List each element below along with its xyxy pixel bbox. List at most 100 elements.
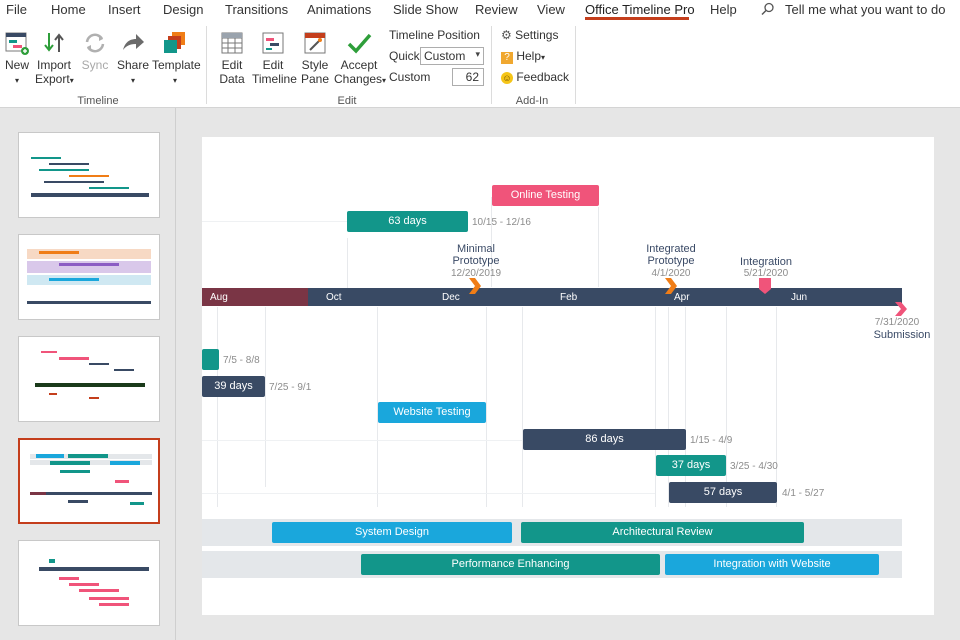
task-website-testing[interactable]: Website Testing (378, 402, 486, 423)
help-button[interactable]: ? Help▾ (501, 49, 545, 64)
slide-thumbnail-4-selected[interactable] (18, 438, 160, 524)
guide-line (522, 307, 523, 507)
accept-label-1: Accept (340, 58, 378, 72)
task-architectural-review[interactable]: Architectural Review (521, 522, 804, 543)
menu-design[interactable]: Design (163, 2, 204, 17)
menu-office-timeline-pro[interactable]: Office Timeline Pro (585, 2, 695, 17)
milestone-integration-label: Integration (740, 256, 792, 268)
import-export-icon (44, 33, 64, 52)
custom-position-input[interactable]: 62 (452, 68, 484, 86)
slide-thumbnail-3[interactable] (18, 336, 160, 422)
settings-label: Settings (515, 28, 559, 42)
search-icon[interactable] (761, 2, 775, 19)
edit-data-label-2: Data (219, 72, 245, 86)
task-performance-enhancing[interactable]: Performance Enhancing (361, 554, 660, 575)
task-bar-partial[interactable] (202, 349, 219, 370)
help-label: Help (516, 49, 542, 63)
timeline-group-label: Timeline (77, 95, 119, 107)
task-63-days[interactable]: 63 days (347, 211, 468, 232)
menu-slide-show[interactable]: Slide Show (393, 2, 459, 17)
guide-line (668, 307, 669, 507)
slide-thumbnail-pane (0, 108, 176, 640)
accept-changes-button[interactable]: Accept Changes▾ (334, 30, 387, 88)
task-date-63-days: 10/15 - 12/16 (472, 217, 531, 228)
task-37-days[interactable]: 37 days (656, 455, 726, 476)
group-separator (491, 26, 492, 104)
task-86-days[interactable]: 86 days (523, 429, 686, 450)
quick-position-select[interactable]: Custom ▾ (420, 47, 484, 65)
edit-data-button[interactable]: Edit Data (216, 30, 248, 86)
task-system-design[interactable]: System Design (272, 522, 512, 543)
edit-timeline-label-2: Timeline (252, 72, 297, 86)
style-pane-button[interactable]: Style Pane (299, 30, 331, 86)
group-separator (575, 26, 576, 104)
edit-data-label-1: Edit (221, 58, 243, 72)
style-pane-label-1: Style (301, 58, 329, 72)
guide-line (776, 307, 777, 507)
menu-animations[interactable]: Animations (307, 2, 372, 17)
milestone-chevron-icon[interactable] (895, 302, 907, 316)
new-button[interactable]: New ▾ (3, 30, 31, 88)
month-label: Feb (560, 292, 578, 303)
task-date-first: 7/5 - 8/8 (223, 355, 260, 366)
template-button[interactable]: Template ▾ (152, 30, 201, 88)
menu-file[interactable]: File (6, 2, 27, 17)
edit-timeline-label-1: Edit (262, 58, 284, 72)
sync-button[interactable]: Sync (81, 30, 109, 72)
slide-thumbnail-1[interactable] (18, 132, 160, 218)
chevron-down-icon: ▾ (382, 76, 387, 85)
timeline-elapsed-segment (202, 288, 308, 306)
slide-thumbnail-2[interactable] (18, 234, 160, 320)
edit-timeline-button[interactable]: Edit Timeline (252, 30, 297, 86)
guide-line (217, 307, 218, 507)
feedback-label: Feedback (516, 70, 570, 84)
menu-home[interactable]: Home (51, 2, 86, 17)
settings-button[interactable]: ⚙ Settings (501, 28, 558, 42)
guide-line (685, 307, 686, 507)
gear-icon: ⚙ (501, 28, 512, 42)
guide-line (655, 307, 656, 507)
month-label: Oct (326, 292, 342, 303)
month-label: Jun (791, 292, 808, 303)
milestone-submission-label: Submission (873, 329, 931, 341)
milestone-minimal-prototype-date: 12/20/2019 (450, 268, 502, 279)
milestone-submission-date: 7/31/2020 (874, 317, 920, 328)
timeline-position-label: Timeline Position (389, 28, 480, 42)
menu-transitions[interactable]: Transitions (225, 2, 289, 17)
edit-group-label: Edit (337, 95, 357, 107)
active-tab-underline (585, 17, 689, 20)
template-icon (164, 32, 185, 53)
feedback-button[interactable]: ☺ Feedback (501, 70, 569, 84)
guide-line (377, 307, 378, 507)
task-39-days[interactable]: 39 days (202, 376, 265, 397)
share-button[interactable]: Share ▾ (117, 30, 149, 88)
import-label: Import (36, 58, 71, 72)
menu-help[interactable]: Help (710, 2, 737, 17)
task-57-days[interactable]: 57 days (669, 482, 777, 503)
new-label: New (4, 58, 29, 72)
slide-canvas[interactable]: Online Testing 63 days 10/15 - 12/16 Min… (202, 137, 934, 615)
chevron-down-icon: ▾ (14, 76, 19, 85)
template-label: Template (152, 58, 201, 72)
milestone-chevron-icon[interactable] (665, 278, 677, 294)
menu-review[interactable]: Review (475, 2, 518, 17)
share-label: Share (117, 58, 150, 72)
task-online-testing[interactable]: Online Testing (492, 185, 599, 206)
guide-line (486, 307, 487, 507)
sync-label: Sync (81, 58, 109, 72)
import-export-button[interactable]: Import Export▾ (35, 30, 74, 88)
chevron-down-icon: ▾ (130, 76, 135, 85)
tell-me-input[interactable]: Tell me what you want to do (785, 2, 946, 17)
chevron-down-icon: ▾ (475, 49, 480, 59)
addin-group-label: Add-In (515, 95, 549, 107)
milestone-chevron-icon[interactable] (469, 278, 481, 294)
menu-insert[interactable]: Insert (108, 2, 141, 17)
timeline-band[interactable] (202, 288, 902, 306)
menu-view[interactable]: View (537, 2, 565, 17)
task-integration-with-website[interactable]: Integration with Website (665, 554, 879, 575)
month-label: Apr (674, 292, 690, 303)
milestone-flag-icon[interactable] (759, 278, 771, 294)
guide-line (726, 307, 727, 507)
slide-thumbnail-5[interactable] (18, 540, 160, 626)
task-date-57-days: 4/1 - 5/27 (782, 488, 825, 499)
